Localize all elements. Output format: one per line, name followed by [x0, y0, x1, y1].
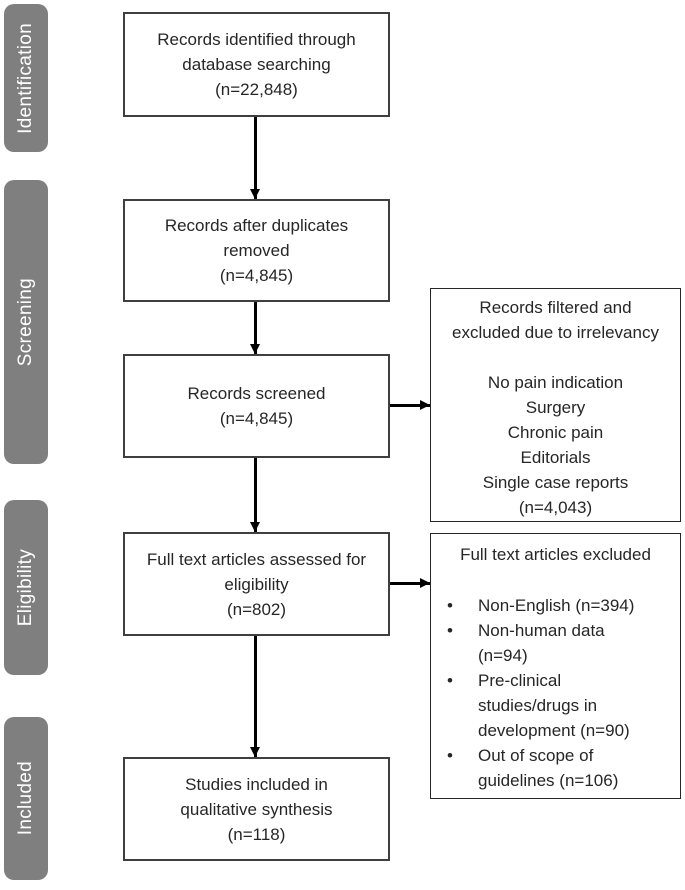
flow-box-records-screened: Records screened (n=4,845) — [123, 354, 390, 458]
side-box-fulltext-excluded: Full text articles excluded Non-English … — [430, 533, 681, 799]
arrow-right-assessed-to-excluded — [390, 582, 430, 585]
arrow-down-duplicates-to-screened — [254, 302, 257, 354]
stage-bar-screening: Screening — [4, 180, 48, 464]
flow-box-fulltext-assessed-text: Full text articles assessed for eligibil… — [146, 549, 367, 619]
flow-box-studies-included-text: Studies included in qualitative synthesi… — [180, 774, 333, 844]
exclusion-reason-item: Out of scope of guidelines (n=106) — [447, 743, 672, 793]
side-box-records-filtered-excluded: Records filtered and excluded due to irr… — [430, 288, 681, 522]
exclusion-reason-item: Non-human data (n=94) — [447, 618, 672, 668]
stage-label-identification: Identification — [15, 22, 36, 134]
flow-box-records-identified: Records identified through database sear… — [123, 12, 390, 117]
stage-label-screening: Screening — [15, 277, 36, 367]
arrow-down-identified-to-duplicates — [254, 117, 257, 199]
stage-bar-identification: Identification — [4, 4, 48, 152]
stage-bar-eligibility: Eligibility — [4, 500, 48, 675]
arrow-down-assessed-to-included — [254, 636, 257, 757]
arrow-down-screened-to-assessed — [254, 458, 257, 532]
flow-box-fulltext-assessed: Full text articles assessed for eligibil… — [123, 532, 390, 636]
flow-box-studies-included: Studies included in qualitative synthesi… — [123, 757, 390, 861]
exclusion-reason-item: Pre-clinical studies/drugs in developmen… — [447, 668, 672, 743]
side-box-records-filtered-title: Records filtered and excluded due to irr… — [452, 298, 659, 342]
stage-label-included: Included — [15, 761, 36, 836]
exclusion-reason-list: Non-English (n=394) Non-human data (n=94… — [431, 593, 680, 793]
stage-label-eligibility: Eligibility — [15, 548, 36, 627]
arrow-right-screened-to-filtered — [390, 404, 430, 407]
flow-box-duplicates-removed-text: Records after duplicates removed (n=4,84… — [164, 216, 349, 285]
flow-box-records-identified-text: Records identified through database sear… — [157, 30, 356, 99]
flow-box-records-screened-text: Records screened (n=4,845) — [187, 384, 326, 428]
flow-box-duplicates-removed: Records after duplicates removed (n=4,84… — [123, 199, 390, 302]
exclusion-reason-item: Non-English (n=394) — [447, 593, 672, 618]
side-box-records-filtered-reasons: No pain indication Surgery Chronic pain … — [482, 373, 629, 517]
side-box-fulltext-excluded-title: Full text articles excluded — [460, 545, 651, 564]
stage-bar-included: Included — [4, 717, 48, 880]
